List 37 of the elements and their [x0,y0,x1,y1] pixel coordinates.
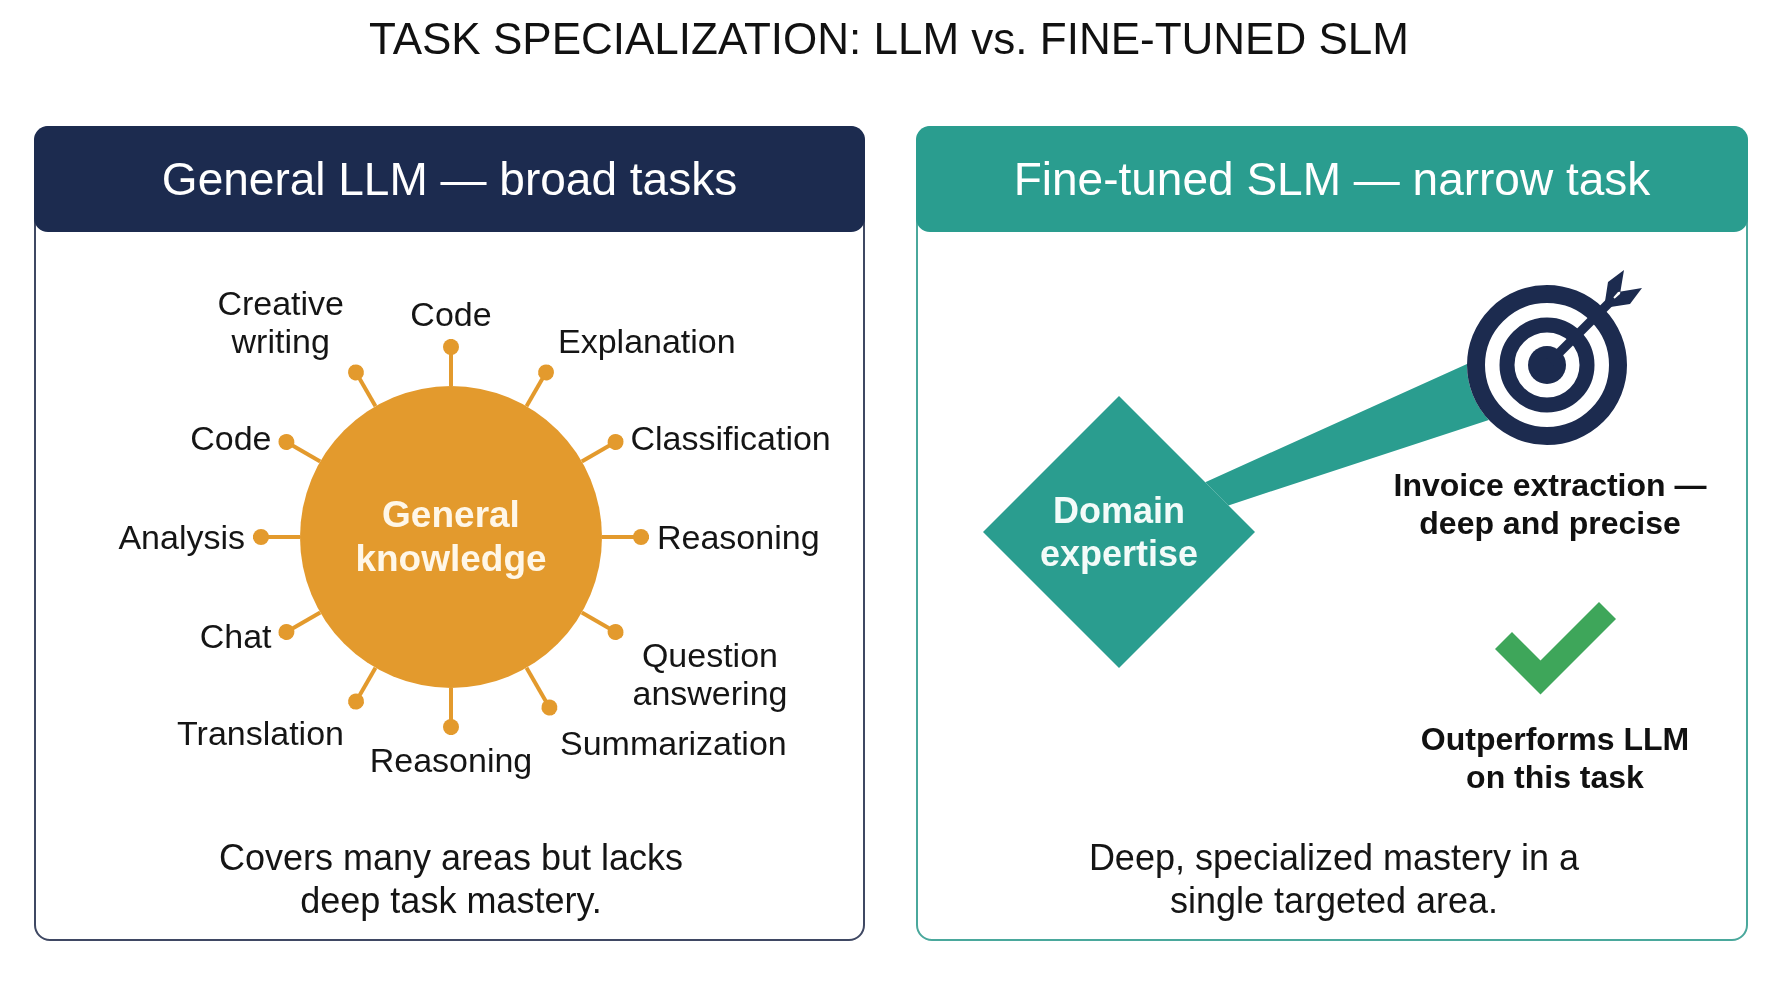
spoke-line [602,529,649,545]
panel-card [34,126,865,941]
task-label: Code [182,412,280,464]
task-label: Question answering [622,636,796,713]
tapered-connector [1205,364,1489,506]
spoke-line [443,339,459,386]
hub-label: General knowledge [354,492,548,581]
diamond-label: Domain expertise [1038,488,1200,576]
spoke-line [278,434,322,464]
task-label: Analysis [110,511,253,563]
task-label: Classification [622,412,839,464]
task-label: Chat [191,610,280,662]
spoke-line [348,666,378,710]
task-label: Explanation [550,315,744,366]
spoke-line [524,364,554,408]
node-caption: Invoice extraction — deep and precise [1392,466,1708,543]
spoke-line [253,529,300,545]
task-label: Code [402,288,500,339]
task-label: Reasoning [361,735,541,786]
spoke-line [278,610,322,640]
panel-header: General LLM — broad tasks [34,126,865,232]
panel-summary: Covers many areas but lacks deep task mastery. [217,836,685,923]
panel-summary: Deep, specialized mastery in a single targeted area. [1087,836,1581,923]
diamond-shape [983,396,1255,668]
diagram-title: TASK SPECIALIZATION: LLM vs. FINE-TUNED SLM [369,14,1409,65]
panel-header: Fine-tuned SLM — narrow task [916,126,1748,232]
spoke-line [580,610,624,640]
result-note: Outperforms LLM on this task [1419,720,1691,797]
spoke-line [443,688,459,735]
task-label: Creative writing [209,277,352,366]
spoke-line [580,434,624,464]
spoke-line [348,364,378,408]
task-label: Summarization [550,714,795,767]
panel-card [916,126,1748,941]
task-label: Reasoning [649,511,828,563]
spoke-line [524,666,558,716]
task-label: Translation [169,708,352,759]
